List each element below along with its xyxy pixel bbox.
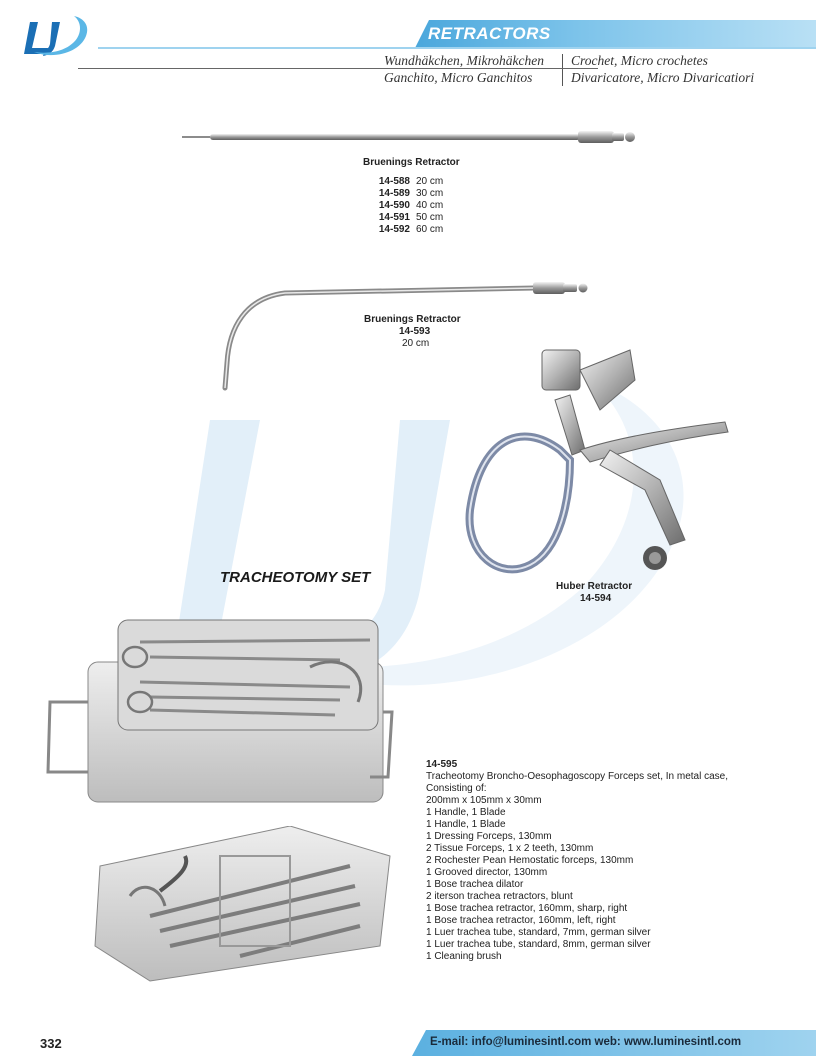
bruenings-retractor-curved-code: 14-593 xyxy=(399,326,431,337)
desc-line: 200mm x 105mm x 30mm xyxy=(426,795,542,806)
subtitle-divider xyxy=(562,54,563,86)
code-row: 14-592 60 cm xyxy=(372,224,443,236)
desc-line: 1 Bose trachea retractor, 160mm, sharp, … xyxy=(426,903,628,914)
tracheotomy-set-heading: TRACHEOTOMY SET xyxy=(220,569,371,586)
item-code: 14-591 xyxy=(378,212,410,223)
bruenings-retractor-straight-image xyxy=(182,131,635,143)
subtitle-spanish: Ganchito, Micro Ganchitos xyxy=(384,70,533,85)
desc-line: 1 Handle, 1 Blade xyxy=(426,819,506,830)
bruenings-retractor-name: Bruenings Retractor xyxy=(363,157,460,168)
footer-contact: E-mail: info@luminesintl.com web: www.lu… xyxy=(430,1036,742,1048)
watermark-logo xyxy=(170,380,684,686)
header-line xyxy=(98,47,816,49)
item-code: 14-590 xyxy=(378,200,410,211)
tracheotomy-tray-image xyxy=(94,826,391,982)
item-size: 50 cm xyxy=(416,212,444,223)
desc-line: 1 Handle, 1 Blade xyxy=(426,807,506,818)
item-size: 20 cm xyxy=(416,176,444,187)
desc-line: 1 Luer trachea tube, standard, 8mm, germ… xyxy=(426,939,651,950)
code-row: 14-591 50 cm xyxy=(372,212,443,224)
page-number: 332 xyxy=(40,1036,62,1051)
item-code: 14-592 xyxy=(378,224,410,235)
item-code: 14-589 xyxy=(378,188,410,199)
desc-line: 1 Bose trachea retractor, 160mm, left, r… xyxy=(426,915,616,926)
code-row: 14-590 40 cm xyxy=(372,200,443,212)
page-title: RETRACTORS xyxy=(428,24,551,43)
tracheotomy-description: 14-595 Tracheotomy Broncho-Oesophagoscop… xyxy=(426,759,786,963)
subtitle-german: Wundhäkchen, Mikrohäkchen xyxy=(384,53,544,68)
desc-line: 2 Tissue Forceps, 1 x 2 teeth, 130mm xyxy=(426,843,594,854)
desc-line: 1 Bose trachea dilator xyxy=(426,879,524,890)
bruenings-retractor-curved-name: Bruenings Retractor xyxy=(364,314,461,325)
item-size: 30 cm xyxy=(416,188,444,199)
code-row: 14-588 20 cm xyxy=(372,176,443,188)
bruenings-retractor-curved-size: 20 cm xyxy=(402,338,430,349)
footer-bar xyxy=(412,1030,816,1056)
bruenings-retractor-curved-image xyxy=(222,282,588,391)
desc-line: 1 Luer trachea tube, standard, 7mm, germ… xyxy=(426,927,651,938)
item-size: 40 cm xyxy=(416,200,444,211)
bruenings-retractor-codes: 14-588 20 cm 14-589 30 cm 14-590 40 cm 14-5… xyxy=(372,176,443,236)
huber-retractor-image xyxy=(465,349,729,574)
tracheotomy-code: 14-595 xyxy=(426,759,458,770)
desc-line: Consisting of: xyxy=(426,783,487,794)
subtitle-underline xyxy=(78,68,598,69)
item-size: 60 cm xyxy=(416,224,444,235)
desc-line: 1 Cleaning brush xyxy=(426,951,502,962)
subtitle-french: Crochet, Micro crochetes xyxy=(571,53,708,68)
lumines-logo xyxy=(24,16,88,56)
code-row: 14-589 30 cm xyxy=(372,188,443,200)
desc-line: 1 Grooved director, 130mm xyxy=(426,867,548,878)
desc-line: 1 Dressing Forceps, 130mm xyxy=(426,831,552,842)
tracheotomy-case-open-image xyxy=(46,619,394,803)
huber-retractor-code: 14-594 xyxy=(580,593,612,604)
desc-line: 2 iterson trachea retractors, blunt xyxy=(426,891,573,902)
desc-line: Tracheotomy Broncho-Oesophagoscopy Force… xyxy=(426,771,728,782)
title-bar xyxy=(415,20,816,48)
huber-retractor-name: Huber Retractor xyxy=(556,581,633,592)
subtitle-italian: Divaricatore, Micro Divaricatiori xyxy=(571,70,755,85)
desc-line: 2 Rochester Pean Hemostatic forceps, 130… xyxy=(426,855,634,866)
item-code: 14-588 xyxy=(378,176,410,187)
